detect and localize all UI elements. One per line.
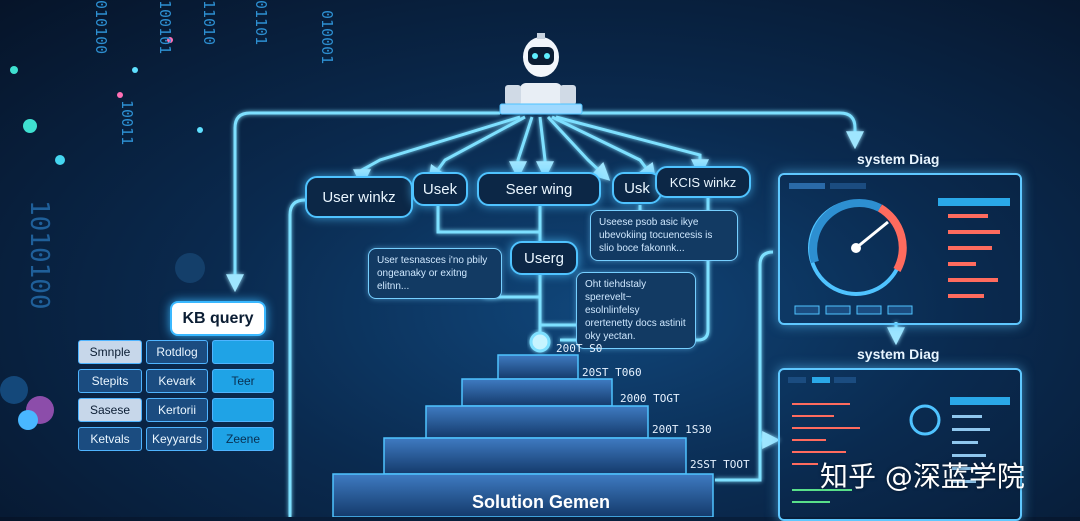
binary-column: 10011 [118,100,136,146]
binary-column: 010001 [318,10,336,65]
kb-cell: Rotdlog [146,340,208,364]
bubble-user-winkz: User winkz [305,176,413,218]
binary-column: 11010 [200,0,218,46]
kb-cell: Zeene [212,427,274,451]
kb-cell: Sasese [78,398,142,422]
bubble-userg: Userg [510,241,578,275]
system-diag-title-mid: system Diag [857,346,940,362]
loading-ring-icon [909,404,941,436]
step-label: 2000 TOGT [620,392,680,405]
bubble-kcis-winkz: KCIS winkz [655,166,751,198]
note-right-top: Useese psob asic ikye ubevokiing tocuenc… [590,210,738,261]
watermark: 知乎 @深蓝学院 [820,460,1025,493]
binary-column: 01101 [252,0,270,46]
kb-cell: Ketvals [78,427,142,451]
step-1 [497,354,579,380]
step-label: 200T S0 [556,342,603,355]
robot-icon [499,33,583,115]
step-3 [425,405,649,439]
step-2 [461,378,613,407]
gauge-panel-graphics [789,183,1010,315]
kb-cell [212,340,274,364]
binary-column: 010100 [92,0,110,55]
kb-cell: Keyyards [146,427,208,451]
step-5 [332,473,714,517]
bubble-usek: Usek [412,172,468,206]
system-diag-panel-mid [778,368,1022,521]
kb-cell: Kertorii [146,398,208,422]
system-diag-panel-top [778,173,1022,325]
binary-column: 100101 [156,0,174,55]
kb-cell: Kevark [146,369,208,393]
step-label: 200T 1S30 [652,423,712,436]
staircase [332,354,714,517]
note-right-mid: Oht tiehdstaly sperevelt~ esolnlinfelsy … [576,272,696,349]
note-left: User tesnasces i'no pbily ongeanaky or e… [368,248,502,299]
kb-cell [212,398,274,422]
kb-query-title: KB query [170,301,266,336]
binary-big: 1010100 [24,200,54,310]
solution-label: Solution Gemen [472,492,611,512]
bubble-seer-wing: Seer wing [477,172,601,206]
system-diag-title-top: system Diag [857,151,940,167]
step-label: 2SST TOOT [690,458,750,471]
step-4 [383,437,687,475]
decorative-dots [0,37,205,430]
step-label: 20ST T060 [582,366,642,379]
junction-node [529,331,551,353]
kb-cell: Teer [212,369,274,393]
kb-cell: Stepits [78,369,142,393]
kb-cell: Smnple [78,340,142,364]
log-panel-graphics [788,377,1010,503]
